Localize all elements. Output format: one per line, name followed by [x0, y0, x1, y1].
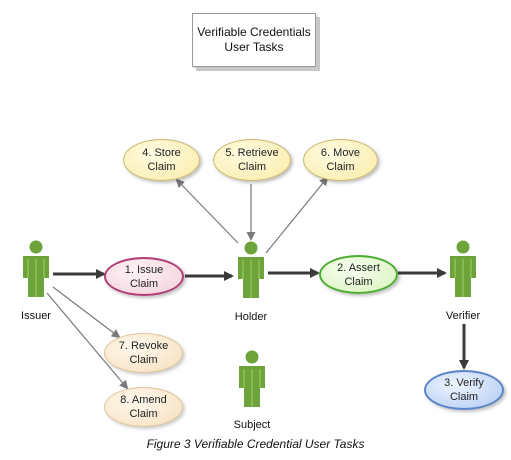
use-case-amend-claim: 8. Amend Claim — [104, 387, 183, 427]
use-case-retrieve-claim: 5. Retrieve Claim — [213, 139, 291, 181]
use-case-move-claim: 6. Move Claim — [303, 139, 378, 181]
verifier-actor-icon — [449, 240, 477, 298]
retrieve-label-2: Claim — [237, 161, 267, 173]
store-label-1: 4. Store — [142, 147, 181, 159]
holder-actor-icon — [237, 241, 265, 299]
verifier-label: Verifier — [445, 310, 481, 322]
assert-label-1: 2. Assert — [337, 261, 380, 274]
use-case-issue-claim: 1. Issue Claim — [104, 257, 184, 296]
verify-label-1: 3. Verify — [444, 377, 484, 389]
move-label-2: Claim — [326, 161, 355, 173]
arrow-issuer-to-revoke — [52, 286, 121, 339]
use-case-store-claim: 4. Store Claim — [123, 139, 200, 181]
issuer-actor-icon — [22, 240, 50, 298]
revoke-label-1: 7. Revoke — [118, 340, 169, 352]
issuer-label: Issuer — [21, 310, 51, 322]
use-case-revoke-claim: 7. Revoke Claim — [104, 333, 183, 373]
use-case-assert-claim: 2. Assert Claim — [319, 255, 398, 294]
subject-actor-icon — [238, 350, 266, 408]
verify-label-2: Claim — [449, 391, 479, 403]
figure-caption: Figure 3 Verifiable Credential User Task… — [146, 437, 365, 451]
subject-label: Subject — [233, 419, 271, 431]
arrow-issuer-to-amend — [46, 292, 129, 390]
move-label-1: 6. Move — [320, 147, 361, 159]
arrow-holder-to-move — [265, 176, 329, 254]
issue-label-1: 1. Issue — [124, 263, 164, 276]
amend-label-1: 8. Amend — [120, 394, 167, 406]
use-case-verify-claim: 3. Verify Claim — [424, 370, 504, 410]
assert-label-2: Claim — [344, 275, 373, 288]
issue-label-2: Claim — [129, 277, 159, 290]
title-line-1: Verifiable Credentials — [197, 25, 311, 39]
amend-label-2: Claim — [129, 408, 158, 420]
store-label-2: Claim — [147, 161, 176, 173]
revoke-label-2: Claim — [129, 354, 158, 366]
diagram-title-box: Verifiable Credentials User Tasks — [192, 13, 316, 67]
holder-label: Holder — [234, 311, 268, 323]
retrieve-label-1: 5. Retrieve — [225, 147, 279, 159]
title-line-2: User Tasks — [224, 40, 284, 54]
arrow-holder-to-store — [175, 178, 239, 244]
